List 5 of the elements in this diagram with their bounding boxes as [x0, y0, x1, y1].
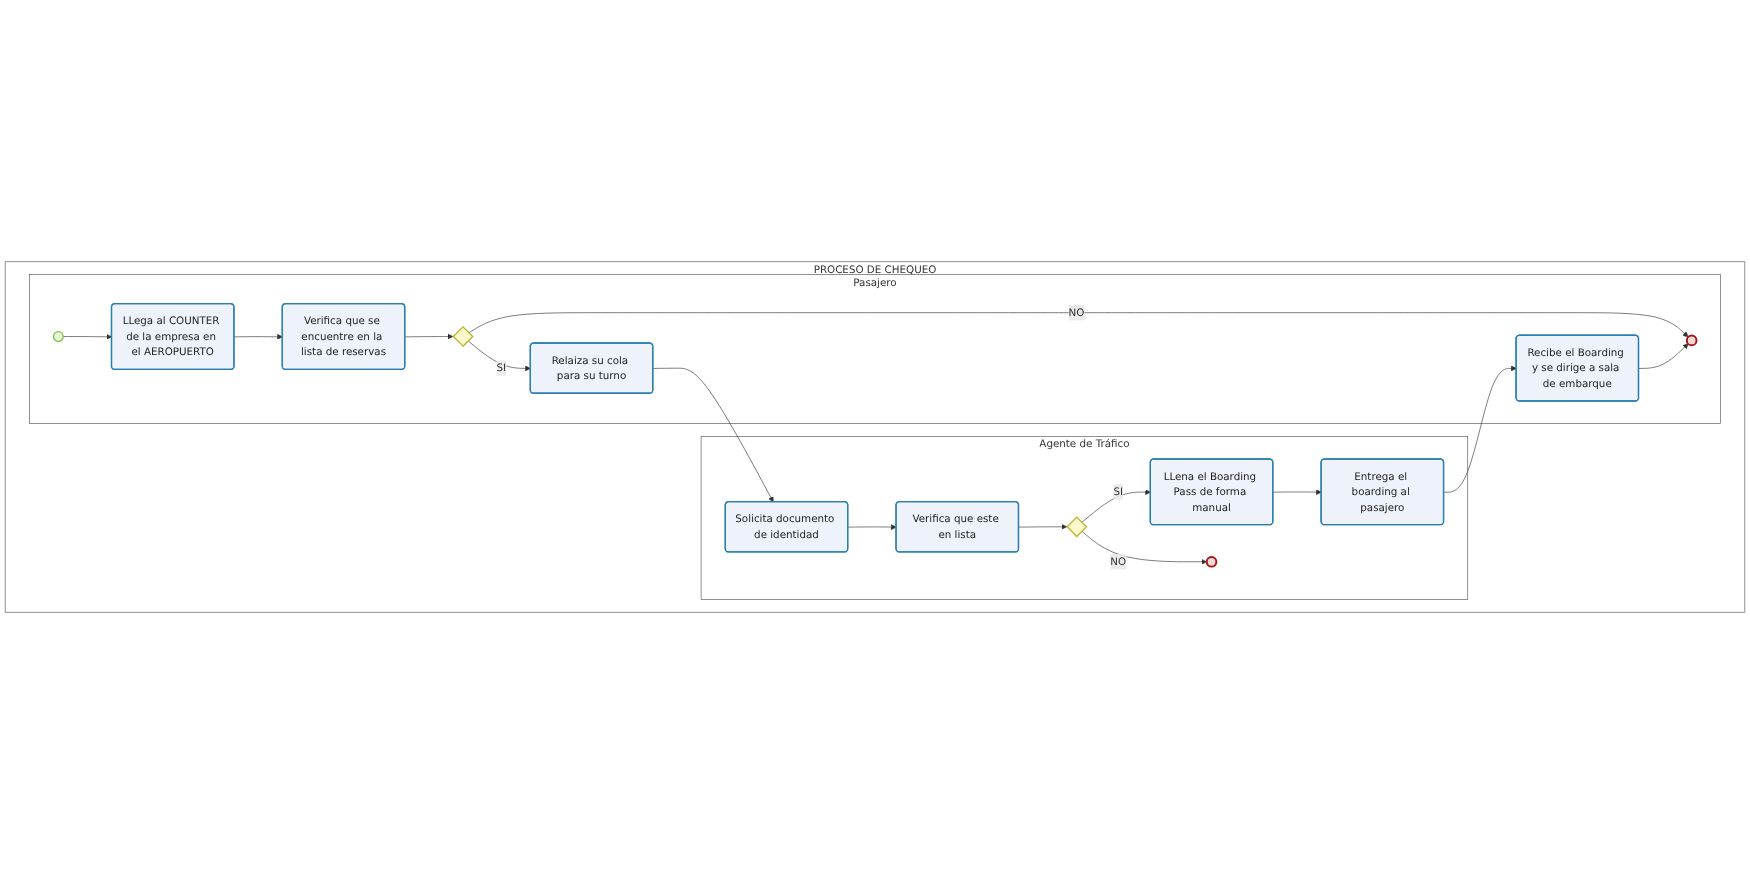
- node-circle: [1685, 334, 1698, 347]
- node-diamond: [452, 325, 474, 348]
- node-diamond: [1066, 516, 1088, 538]
- node-circle: [52, 331, 64, 343]
- node-circle: [1205, 556, 1218, 568]
